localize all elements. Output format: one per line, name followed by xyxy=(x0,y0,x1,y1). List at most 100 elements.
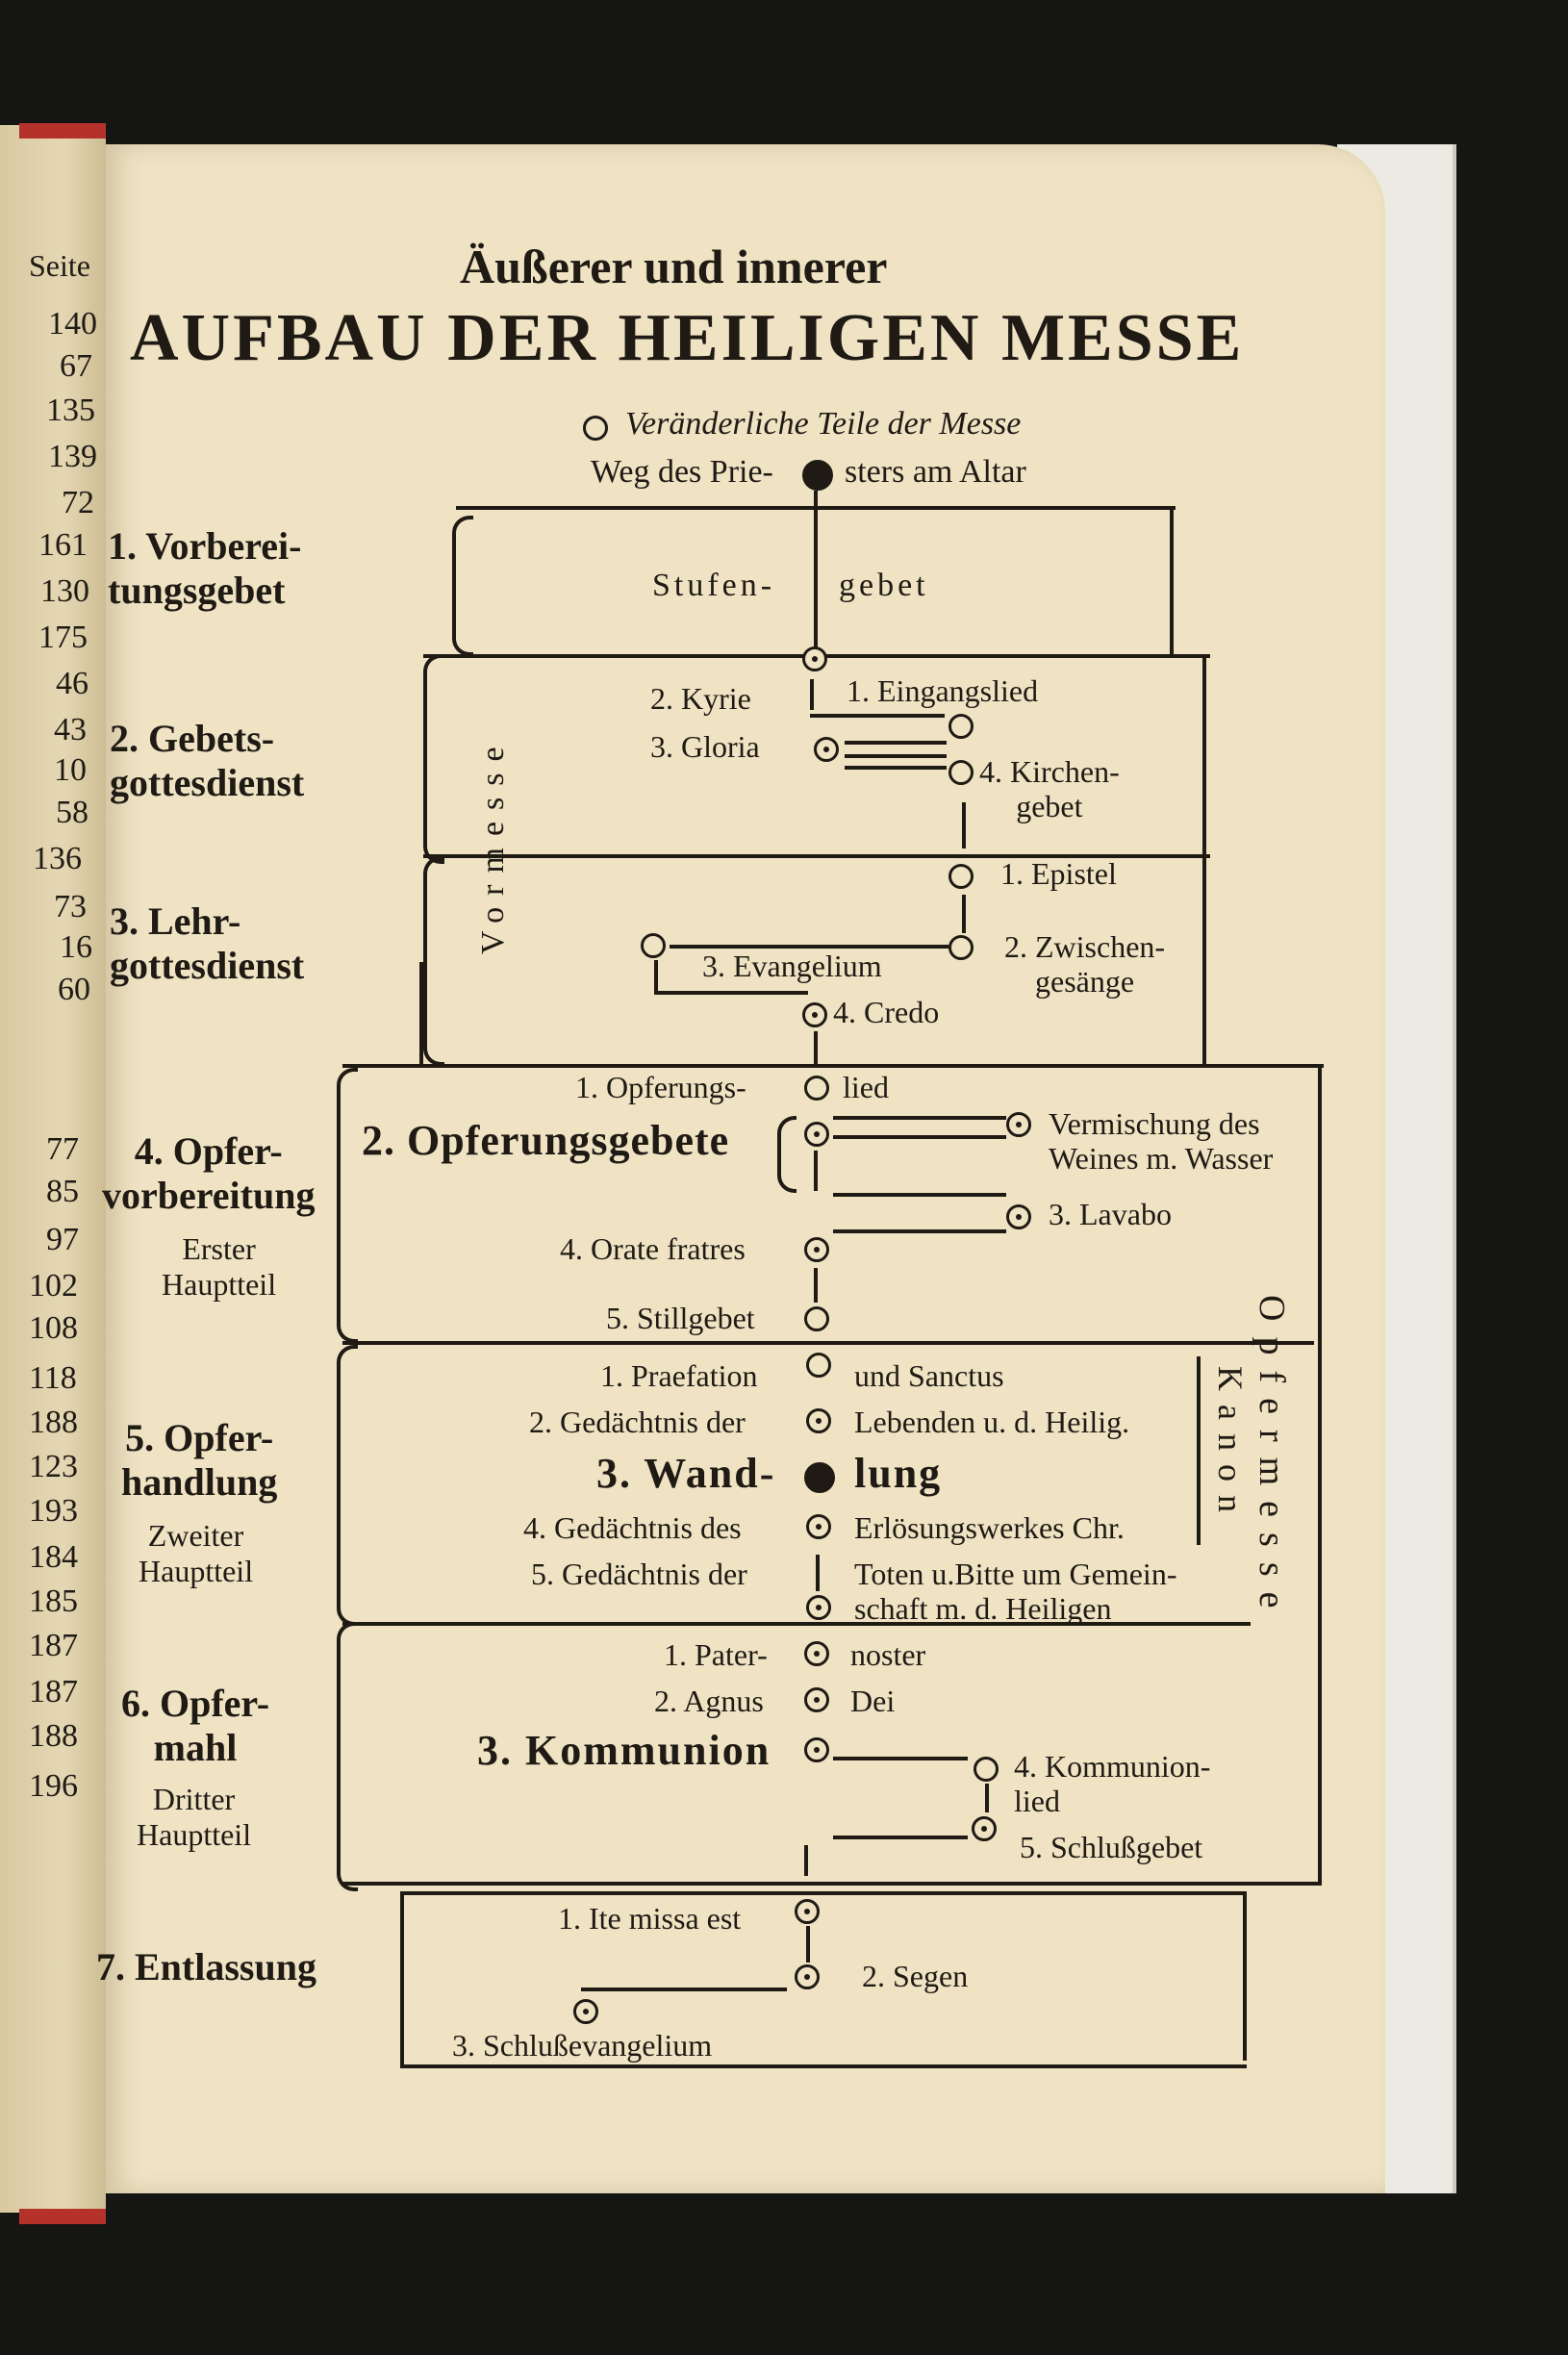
margin-page-number: 193 xyxy=(29,1493,78,1529)
node-opferungslied xyxy=(804,1076,829,1101)
path xyxy=(810,679,814,710)
brace-opferungsgebete xyxy=(777,1116,797,1193)
item-gedaechtnis2-left: 2. Gedächtnis der xyxy=(529,1405,746,1439)
path xyxy=(833,1836,968,1839)
node-zwischengesaenge xyxy=(948,935,974,960)
item-evangelium: 3. Evangelium xyxy=(702,949,882,983)
margin-page-number: 60 xyxy=(58,972,90,1007)
item-ite: 1. Ite missa est xyxy=(558,1901,742,1936)
node-opferungsgebete xyxy=(804,1122,829,1147)
margin-page-number: 136 xyxy=(33,841,82,876)
seite-label: Seite xyxy=(29,248,90,283)
item-schlussevangelium: 3. Schlußevangelium xyxy=(452,2028,713,2063)
path xyxy=(962,802,966,848)
item-vermischung: Vermischung des Weines m. Wasser xyxy=(1049,1106,1274,1176)
path xyxy=(814,1031,818,1064)
kanon-bracket xyxy=(1197,1356,1201,1545)
margin-page-number: 185 xyxy=(29,1583,78,1619)
node-gedaechtnis2 xyxy=(806,1408,831,1433)
item-epistel: 1. Epistel xyxy=(1000,856,1117,891)
path xyxy=(833,1135,1006,1139)
brace-opferhandlung xyxy=(337,1345,358,1626)
margin-page-number: 97 xyxy=(46,1222,79,1257)
item-schlussgebet: 5. Schlußgebet xyxy=(1020,1830,1203,1864)
section-entlassung: 7. Entlassung xyxy=(96,1945,316,1988)
frame-line xyxy=(423,854,1210,858)
item-zwischengesaenge: 2. Zwischen- gesänge xyxy=(1004,929,1166,999)
brace-opfermahl xyxy=(337,1622,358,1891)
node-stillgebet xyxy=(804,1306,829,1331)
page-subtitle: Äußerer und innerer xyxy=(460,240,888,293)
item-wandlung-left: 3. Wand- xyxy=(596,1450,776,1497)
path xyxy=(833,1229,1006,1233)
item-praefation-left: 1. Praefation xyxy=(600,1358,758,1393)
frame-line xyxy=(342,1064,1324,1068)
margin-page-number: 73 xyxy=(54,889,87,924)
path xyxy=(810,714,945,718)
node-segen xyxy=(795,1964,820,1989)
legend-veraenderlich: Veränderliche Teile der Messe xyxy=(625,406,1022,442)
node-vermischung xyxy=(1006,1112,1031,1137)
frame-line xyxy=(400,1891,1247,1895)
node-credo xyxy=(802,1002,827,1027)
path xyxy=(833,1757,968,1760)
item-stillgebet: 5. Stillgebet xyxy=(606,1301,755,1335)
item-eingangslied: 1. Eingangslied xyxy=(847,673,1039,708)
frame-line xyxy=(419,962,423,1064)
item-orate: 4. Orate fratres xyxy=(560,1231,746,1266)
section-opferhandlung-sub: Zweiter Hauptteil xyxy=(139,1518,254,1588)
margin-page-number: 43 xyxy=(54,712,87,747)
frame-line xyxy=(400,1891,404,2064)
item-gedaechtnis5-left: 5. Gedächtnis der xyxy=(531,1557,747,1591)
brace-lehrgottesdienst xyxy=(423,856,444,1066)
item-pater-left: 1. Pater- xyxy=(664,1637,768,1672)
item-pater-right: noster xyxy=(850,1637,926,1672)
frame-line xyxy=(1318,1064,1322,1886)
path xyxy=(985,1784,989,1812)
frame-line xyxy=(1202,654,1206,1064)
item-gedaechtnis2-right: Lebenden u. d. Heilig. xyxy=(854,1405,1130,1439)
node-wandlung xyxy=(804,1462,835,1493)
margin-page-number: 58 xyxy=(56,795,89,830)
node-praefation xyxy=(806,1353,831,1378)
margin-page-number: 135 xyxy=(46,392,95,428)
node-evangelium xyxy=(641,933,666,958)
section-opfervorbereitung: 4. Opfer- vorbereitung xyxy=(102,1129,316,1217)
frame-line xyxy=(1170,506,1174,654)
margin-page-number: 175 xyxy=(38,620,88,655)
node-ite xyxy=(795,1899,820,1924)
node-agnus xyxy=(804,1687,829,1712)
item-praefation-right: und Sanctus xyxy=(854,1358,1004,1393)
node-schlussevangelium xyxy=(573,1999,598,2024)
margin-page-number: 67 xyxy=(60,348,92,384)
label-vormesse: Vormesse xyxy=(475,735,511,954)
node-epistel xyxy=(948,864,974,889)
margin-page-number: 188 xyxy=(29,1718,78,1754)
frame-line xyxy=(342,1622,1251,1626)
label-opfermesse: Opfermesse xyxy=(1252,1295,1292,1624)
frame-line xyxy=(342,1341,1314,1345)
stufen-left: Stufen- xyxy=(652,568,776,603)
stufen-right: gebet xyxy=(839,568,929,603)
path xyxy=(833,1116,1006,1120)
margin-page-number: 123 xyxy=(29,1449,78,1484)
item-gedaechtnis4-right: Erlösungswerkes Chr. xyxy=(854,1510,1125,1545)
node-orate xyxy=(804,1237,829,1262)
section-gebetsgottesdienst: 2. Gebets- gottesdienst xyxy=(110,717,305,804)
page xyxy=(106,144,1385,2193)
margin-page-number: 118 xyxy=(29,1360,77,1396)
node-gedaechtnis5 xyxy=(806,1595,831,1620)
label-kanon: Kanon xyxy=(1211,1366,1250,1526)
legend-open-circle-icon xyxy=(583,416,608,441)
frame-line xyxy=(400,2064,1247,2068)
item-agnus-left: 2. Agnus xyxy=(654,1684,764,1718)
bookmark-ribbon-top xyxy=(19,123,106,139)
node-eingangslied xyxy=(948,714,974,739)
item-opferungsgebete: 2. Opferungsgebete xyxy=(362,1117,730,1164)
brace-gebetsgottesdienst xyxy=(423,654,444,864)
node-gedaechtnis4 xyxy=(806,1514,831,1539)
item-gedaechtnis5-right: Toten u.Bitte um Gemein- schaft m. d. He… xyxy=(854,1557,1177,1626)
node-schlussgebet xyxy=(972,1816,997,1841)
path xyxy=(806,1926,810,1962)
item-lavabo: 3. Lavabo xyxy=(1049,1197,1172,1231)
